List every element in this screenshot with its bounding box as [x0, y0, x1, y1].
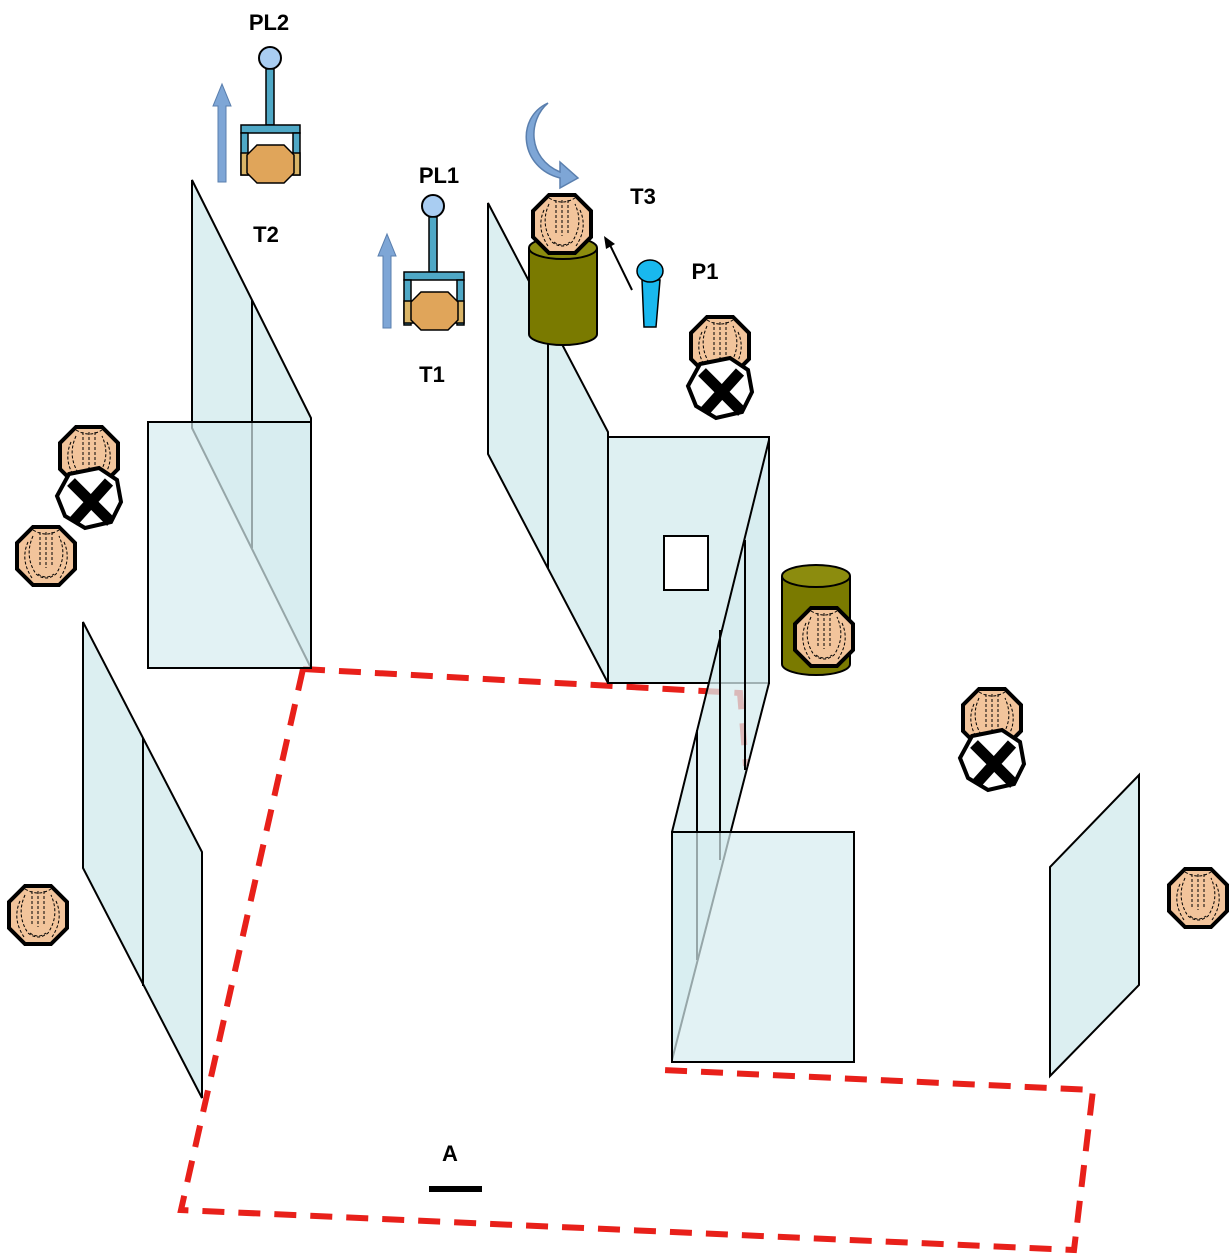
- lifter-tool-icon: [240, 46, 301, 184]
- sensor-window-icon: [663, 535, 709, 591]
- glass-partition-center: [487, 202, 770, 684]
- person-head-icon: [1167, 867, 1229, 929]
- glass-partition-left-upper: [147, 179, 312, 669]
- label-p1: P1: [692, 259, 719, 284]
- person-crossed-out-icon: [57, 427, 121, 528]
- glass-partition-right: [1049, 772, 1140, 1079]
- person-head-icon: [7, 884, 69, 946]
- glass-partition-diagonal: [671, 439, 855, 1063]
- person-head-icon: [15, 525, 77, 587]
- label-pl2: PL2: [249, 10, 289, 35]
- pin-marker-icon: [604, 236, 664, 328]
- person-crossed-out-icon: [960, 689, 1024, 790]
- lifter-tool-icon: [403, 194, 465, 331]
- label-t1: T1: [419, 362, 445, 387]
- dashed-boundary-region: [177, 666, 1097, 1254]
- label-t2: T2: [253, 222, 279, 247]
- person-head-icon: [793, 606, 855, 668]
- person-crossed-out-icon: [688, 317, 752, 418]
- label-a: A: [442, 1141, 458, 1166]
- label-t3: T3: [630, 184, 656, 209]
- rotate-arrow-icon: [525, 102, 580, 190]
- upward-arrow-icon: [212, 82, 232, 183]
- label-pl1: PL1: [419, 163, 459, 188]
- upward-arrow-icon: [377, 232, 397, 329]
- glass-partition-left-lower: [82, 621, 203, 1099]
- person-head-icon: [531, 193, 593, 255]
